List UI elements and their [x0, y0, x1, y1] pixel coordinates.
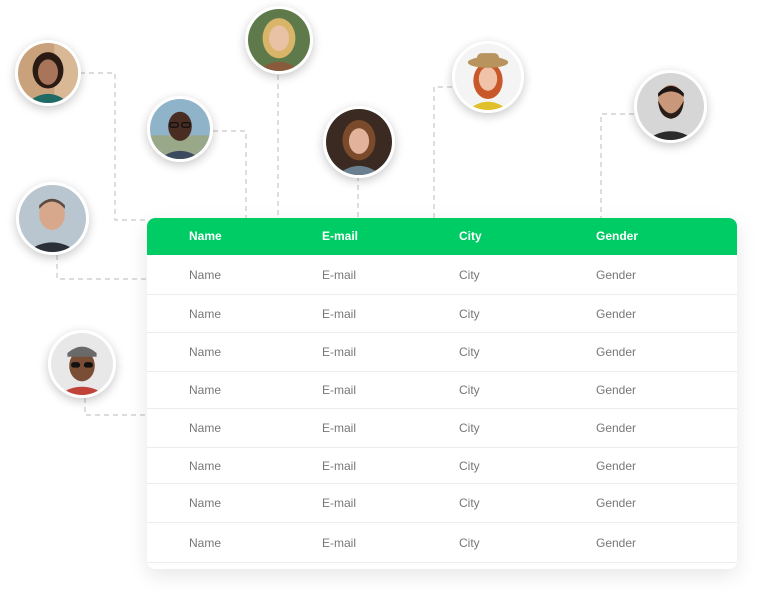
cell-city: City [459, 345, 480, 359]
column-header-gender[interactable]: Gender [596, 229, 639, 243]
cell-name: Name [189, 383, 222, 397]
avatar-woman-brown-hair [323, 106, 395, 178]
cell-name: Name [189, 306, 222, 321]
cell-gender: Gender [596, 345, 637, 359]
cell-city: City [459, 383, 480, 397]
table-row[interactable]: Name E-mail City Gender [147, 409, 737, 448]
cell-gender: Gender [596, 306, 637, 321]
cell-city: City [459, 458, 480, 473]
cell-email: E-mail [322, 535, 357, 550]
cell-email: E-mail [322, 306, 357, 321]
cell-gender: Gender [596, 535, 637, 550]
cell-email: E-mail [322, 421, 357, 435]
cell-email: E-mail [322, 345, 357, 359]
cell-gender: Gender [596, 496, 637, 510]
column-header-city[interactable]: City [459, 229, 482, 243]
cell-gender: Gender [596, 267, 637, 282]
avatar-man-sunglasses [48, 330, 116, 398]
avatar-woman-blonde [245, 6, 313, 74]
person-photo-icon [51, 333, 113, 395]
avatar-woman-hat [452, 41, 524, 113]
cell-name: Name [189, 535, 222, 550]
cell-city: City [459, 535, 480, 550]
cell-name: Name [189, 345, 222, 359]
table-row[interactable]: Name E-mail City Gender [147, 448, 737, 484]
avatar-woman-teal-top [15, 40, 81, 106]
users-table: Name E-mail City Gender Name E-mail City… [147, 218, 737, 569]
column-header-email[interactable]: E-mail [322, 229, 359, 243]
cell-gender: Gender [596, 458, 637, 473]
table-row[interactable]: Name E-mail City Gender [147, 484, 737, 523]
cell-city: City [459, 496, 480, 510]
cell-name: Name [189, 267, 222, 282]
cell-name: Name [189, 458, 222, 473]
table-row[interactable]: Name E-mail City Gender [147, 523, 737, 563]
table-row[interactable]: Name E-mail City Gender [147, 333, 737, 372]
avatar-man-gray-hair [16, 182, 89, 255]
person-photo-icon [637, 73, 704, 140]
cell-email: E-mail [322, 458, 357, 473]
person-photo-icon [150, 99, 210, 159]
person-photo-icon [19, 185, 86, 252]
cell-name: Name [189, 421, 222, 435]
table-header: Name E-mail City Gender [147, 218, 737, 255]
cell-gender: Gender [596, 383, 637, 397]
person-photo-icon [326, 109, 392, 175]
table-row[interactable]: Name E-mail City Gender [147, 372, 737, 409]
column-header-name[interactable]: Name [189, 229, 222, 243]
person-photo-icon [248, 9, 310, 71]
avatar-man-beard [634, 70, 707, 143]
cell-email: E-mail [322, 267, 357, 282]
person-photo-icon [18, 43, 78, 103]
cell-city: City [459, 306, 480, 321]
avatar-man-glasses [147, 96, 213, 162]
cell-city: City [459, 421, 480, 435]
cell-gender: Gender [596, 421, 637, 435]
cell-email: E-mail [322, 496, 357, 510]
cell-city: City [459, 267, 480, 282]
table-row[interactable]: Name E-mail City Gender [147, 255, 737, 295]
cell-name: Name [189, 496, 222, 510]
cell-email: E-mail [322, 383, 357, 397]
person-photo-icon [455, 44, 521, 110]
table-row[interactable]: Name E-mail City Gender [147, 295, 737, 333]
